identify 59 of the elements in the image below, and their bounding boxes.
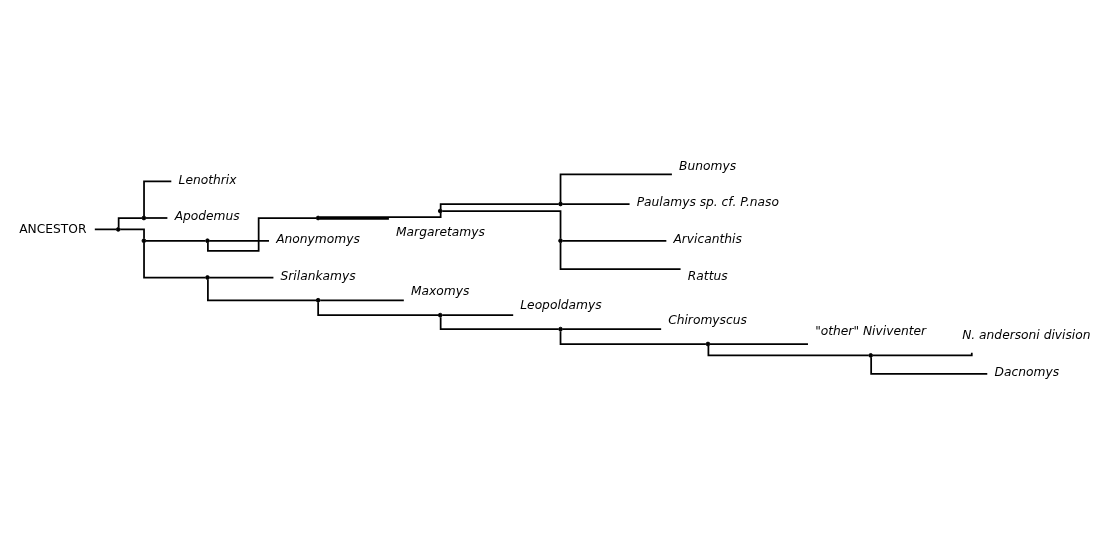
connector — [561, 328, 662, 330]
connector — [143, 180, 173, 217]
node-text: Maxomys — [410, 283, 470, 298]
node-text: "other" Niviventer — [815, 323, 927, 338]
connector — [208, 276, 275, 279]
connector — [870, 356, 989, 375]
connector — [559, 242, 682, 271]
connector — [561, 239, 668, 242]
connector — [319, 218, 390, 220]
node-text: ANCESTOR — [19, 221, 87, 236]
node-text: Apodemus — [174, 209, 240, 224]
connector — [559, 330, 707, 345]
connector — [207, 278, 318, 302]
node-point — [141, 238, 147, 244]
node-point — [558, 326, 563, 332]
node-point — [705, 341, 711, 347]
connector — [559, 173, 673, 203]
node-point — [315, 297, 321, 303]
connector — [707, 345, 870, 357]
connector — [93, 228, 117, 231]
connector — [441, 210, 562, 240]
connector — [145, 239, 207, 242]
node-text: Arvicanthis — [673, 232, 742, 247]
node-point — [205, 275, 210, 280]
connector — [319, 212, 442, 218]
connector — [871, 351, 973, 357]
connector — [561, 203, 631, 205]
connector — [119, 228, 145, 240]
connector — [439, 316, 560, 330]
node-text: Margaretamys — [396, 225, 485, 240]
node-point — [115, 227, 121, 232]
connector — [207, 217, 318, 252]
node-text: Paulamys sp. cf. P.naso — [636, 195, 779, 210]
node-point — [315, 215, 321, 221]
node-text: Chiromyscus — [668, 312, 747, 327]
node-text: Dacnomys — [994, 365, 1060, 380]
node-point — [437, 312, 443, 318]
connector — [441, 314, 515, 316]
node-point — [558, 238, 563, 244]
connector — [117, 217, 143, 229]
node-point — [437, 208, 443, 214]
connector — [317, 301, 439, 316]
node-text: Rattus — [687, 268, 728, 283]
node-text: Leopoldamys — [520, 297, 602, 312]
node-point — [558, 201, 563, 207]
node-text: Anonymomys — [276, 232, 360, 247]
node-point — [141, 215, 147, 221]
node-text: Lenothrix — [178, 172, 237, 187]
connector — [709, 343, 809, 345]
node-text: N. andersoni division — [962, 328, 1091, 343]
node-point — [868, 353, 874, 358]
connector — [439, 203, 560, 210]
node-text: Srilankamys — [280, 268, 356, 283]
node-point — [205, 238, 210, 244]
connector — [208, 239, 270, 242]
connector — [145, 217, 169, 219]
connector — [319, 299, 405, 302]
connector — [143, 241, 207, 279]
node-text: Bunomys — [679, 158, 737, 173]
